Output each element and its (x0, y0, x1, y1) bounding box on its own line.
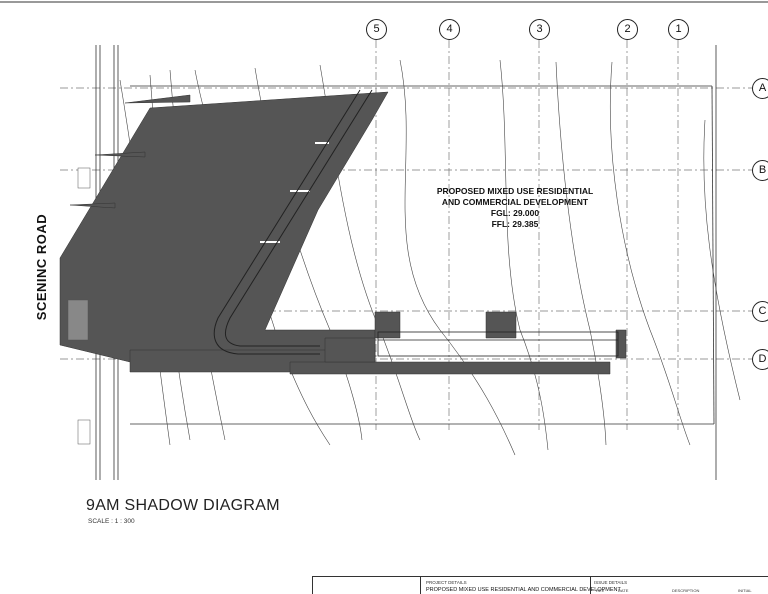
issue-col-initial: INITIAL (738, 588, 752, 593)
grid-bubble-d: D (752, 349, 768, 370)
access-path (213, 89, 373, 355)
grid-bubble-b: B (752, 160, 768, 181)
building-footprint (377, 331, 619, 357)
finished-ground-level: FGL: 29.000 (490, 208, 540, 218)
project-details-heading: PROJECT DETAILS (426, 580, 467, 585)
issue-details-heading: ISSUE DETAILS (594, 580, 628, 585)
grid-bubble-5: 5 (366, 19, 387, 40)
development-name-line2: AND COMMERCIAL DEVELOPMENT (441, 197, 589, 207)
building-shadow (59, 91, 627, 375)
title-block-divider-2 (420, 576, 421, 594)
issue-col-rev: REV (596, 588, 605, 593)
grid-bubble-4: 4 (439, 19, 460, 40)
diagram-title: 9AM SHADOW DIAGRAM (86, 497, 280, 514)
issue-col-date: DATE (618, 588, 629, 593)
title-block-rule (312, 576, 768, 577)
title-block-divider-3 (590, 576, 591, 594)
grid-bubble-3: 3 (529, 19, 550, 40)
title-block-divider-1 (312, 576, 313, 594)
scale-note: SCALE : 1 : 300 (88, 518, 135, 525)
shadow-highlights (260, 142, 329, 243)
grid-bubble-c: C (752, 301, 768, 322)
issue-col-description: DESCRIPTION (672, 588, 700, 593)
finished-floor-level: FFL: 29.385 (491, 219, 539, 229)
road-label: SCENINC ROAD (34, 213, 49, 321)
grid-bubble-1: 1 (668, 19, 689, 40)
project-name: PROPOSED MIXED USE RESIDENTIAL AND COMME… (426, 587, 621, 593)
grid-bubble-2: 2 (617, 19, 638, 40)
development-name-line1: PROPOSED MIXED USE RESIDENTIAL (436, 186, 594, 196)
grid-bubble-a: A (752, 78, 768, 99)
left-side-markers (67, 167, 91, 445)
development-label: PROPOSED MIXED USE RESIDENTIAL AND COMME… (415, 186, 615, 230)
